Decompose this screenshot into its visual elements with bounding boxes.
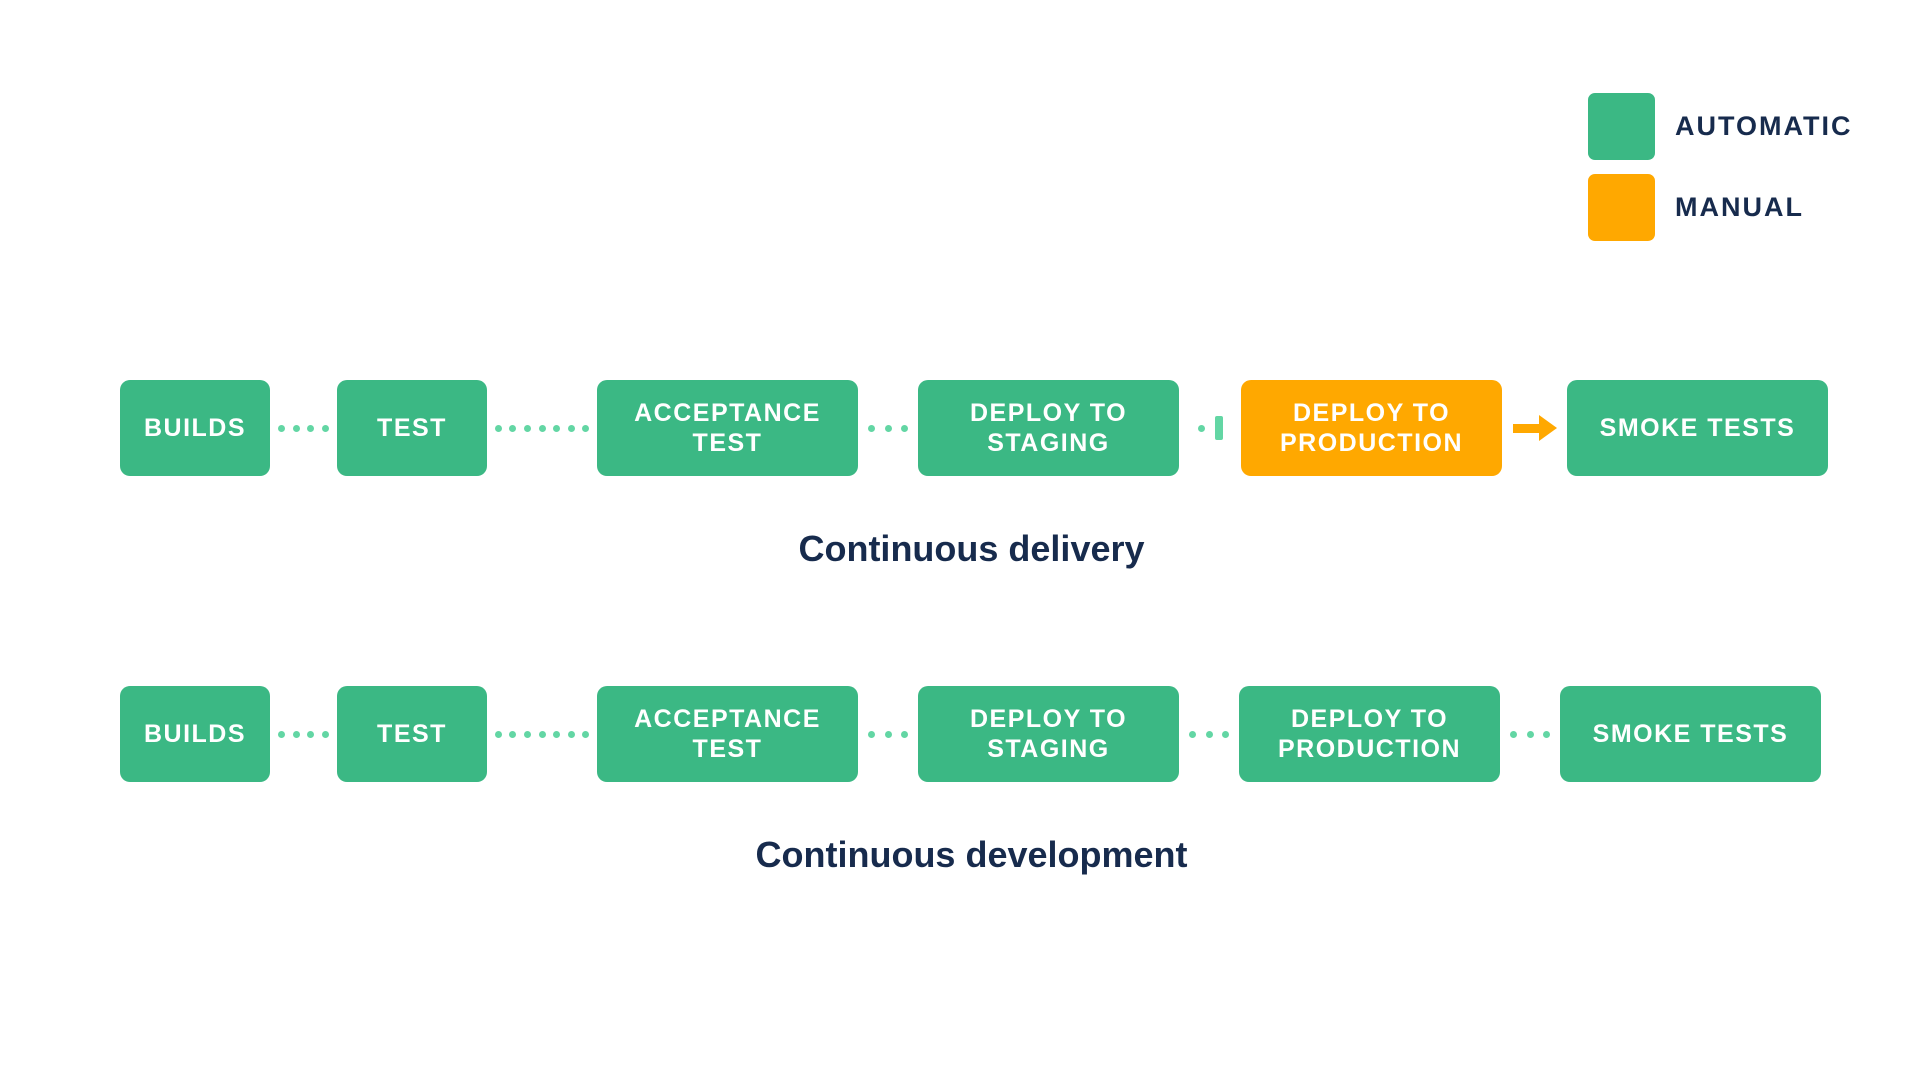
dot-icon bbox=[1222, 730, 1230, 738]
step-builds: BUILDS bbox=[120, 380, 270, 476]
dot-icon bbox=[884, 424, 892, 432]
dot-icon bbox=[553, 730, 561, 738]
dotted-connector bbox=[270, 686, 337, 782]
manual-arrow-connector bbox=[1502, 380, 1567, 476]
dot-icon bbox=[307, 730, 315, 738]
dot-icon bbox=[567, 730, 575, 738]
dot-icon bbox=[509, 424, 517, 432]
legend-label-manual: MANUAL bbox=[1675, 192, 1804, 222]
pipeline-continuous-delivery: BUILDS TEST ACCEPTANCE TEST DEPLOY TO ST… bbox=[120, 380, 1828, 476]
step-acceptance-test: ACCEPTANCE TEST bbox=[597, 380, 858, 476]
dot-icon bbox=[582, 730, 590, 738]
dot-icon bbox=[867, 730, 875, 738]
step-smoke-tests: SMOKE TESTS bbox=[1567, 380, 1828, 476]
step-deploy-to-production: DEPLOY TO PRODUCTION bbox=[1239, 686, 1500, 782]
dot-icon bbox=[901, 424, 909, 432]
dot-icon bbox=[277, 730, 285, 738]
step-builds: BUILDS bbox=[120, 686, 270, 782]
manual-gate-connector bbox=[1179, 380, 1241, 476]
automatic-swatch-icon bbox=[1588, 93, 1655, 160]
legend-item-manual: MANUAL bbox=[1588, 174, 1852, 241]
step-acceptance-test: ACCEPTANCE TEST bbox=[597, 686, 858, 782]
dot-icon bbox=[1197, 424, 1205, 432]
dot-icon bbox=[567, 424, 575, 432]
pipeline-continuous-development: BUILDS TEST ACCEPTANCE TEST DEPLOY TO ST… bbox=[120, 686, 1823, 782]
dot-icon bbox=[538, 730, 546, 738]
caption-continuous-delivery: Continuous delivery bbox=[798, 528, 1145, 569]
dot-icon bbox=[494, 424, 502, 432]
dot-icon bbox=[1543, 730, 1551, 738]
arrow-right-icon bbox=[1512, 415, 1557, 441]
dotted-connector bbox=[858, 686, 918, 782]
dot-icon bbox=[292, 730, 300, 738]
dot-icon bbox=[538, 424, 546, 432]
dot-icon bbox=[494, 730, 502, 738]
dot-icon bbox=[1205, 730, 1213, 738]
dotted-connector bbox=[270, 380, 337, 476]
dot-icon bbox=[1526, 730, 1534, 738]
dotted-connector bbox=[1179, 686, 1239, 782]
step-deploy-to-production: DEPLOY TO PRODUCTION bbox=[1241, 380, 1502, 476]
legend-label-automatic: AUTOMATIC bbox=[1675, 111, 1853, 141]
dotted-connector bbox=[487, 686, 597, 782]
step-smoke-tests: SMOKE TESTS bbox=[1560, 686, 1821, 782]
dotted-connector bbox=[487, 380, 597, 476]
dotted-connector bbox=[858, 380, 918, 476]
dot-icon bbox=[307, 424, 315, 432]
manual-swatch-icon bbox=[1588, 174, 1655, 241]
dot-icon bbox=[277, 424, 285, 432]
dot-icon bbox=[1188, 730, 1196, 738]
dot-icon bbox=[523, 730, 531, 738]
dot-icon bbox=[509, 730, 517, 738]
caption-continuous-development: Continuous development bbox=[755, 834, 1188, 875]
dot-icon bbox=[867, 424, 875, 432]
dot-icon bbox=[322, 424, 330, 432]
dotted-connector bbox=[1500, 686, 1560, 782]
pause-bar-icon bbox=[1214, 416, 1223, 440]
step-deploy-to-staging: DEPLOY TO STAGING bbox=[918, 380, 1179, 476]
legend-item-automatic: AUTOMATIC bbox=[1588, 93, 1852, 160]
dot-icon bbox=[1509, 730, 1517, 738]
step-test: TEST bbox=[337, 686, 487, 782]
dot-icon bbox=[901, 730, 909, 738]
dot-icon bbox=[322, 730, 330, 738]
dot-icon bbox=[523, 424, 531, 432]
step-test: TEST bbox=[337, 380, 487, 476]
dot-icon bbox=[553, 424, 561, 432]
dot-icon bbox=[884, 730, 892, 738]
step-deploy-to-staging: DEPLOY TO STAGING bbox=[918, 686, 1179, 782]
legend: AUTOMATIC MANUAL bbox=[1588, 93, 1852, 241]
dot-icon bbox=[582, 424, 590, 432]
dot-icon bbox=[292, 424, 300, 432]
